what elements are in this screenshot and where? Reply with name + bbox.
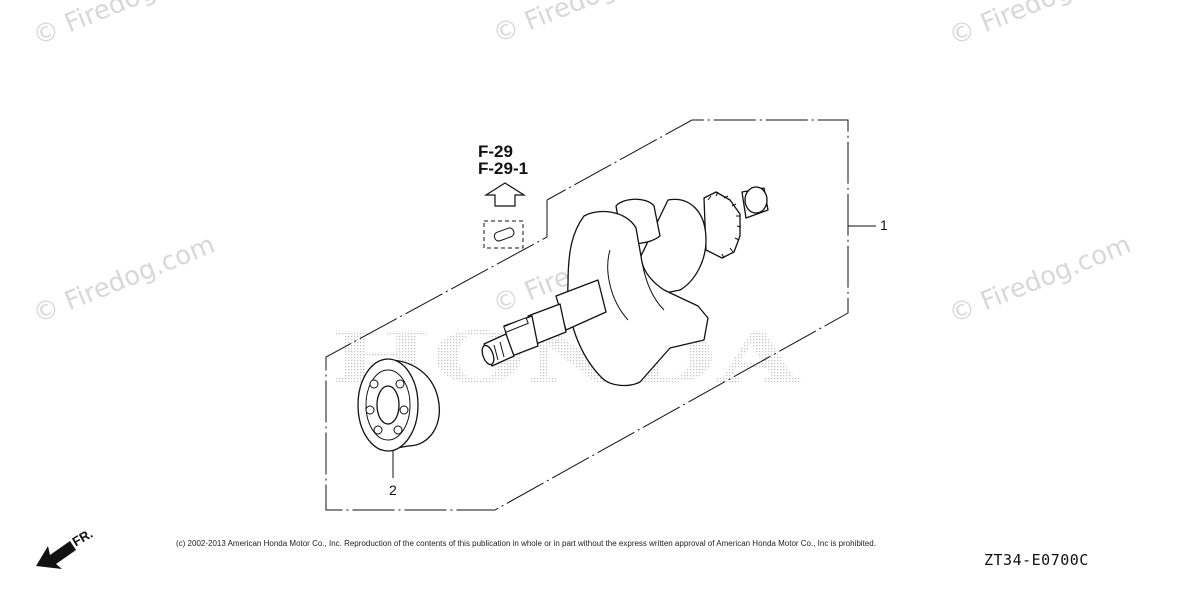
callout-1: 1	[880, 217, 888, 233]
leader-lines	[392, 225, 876, 478]
woodruff-key-icon	[483, 220, 524, 249]
copyright-notice: (c) 2002-2013 American Honda Motor Co., …	[176, 539, 876, 548]
ball-bearing	[357, 358, 440, 452]
reference-f-29-1: F-29-1	[478, 159, 529, 178]
reference-f-29: F-29	[478, 142, 513, 161]
crankshaft	[481, 186, 769, 387]
assembly-boundary	[325, 119, 849, 511]
front-direction-arrow-icon	[36, 541, 76, 569]
diagram-code: ZT34-E0700C	[984, 551, 1089, 569]
callout-2: 2	[389, 482, 397, 498]
up-arrow-icon	[483, 182, 527, 207]
